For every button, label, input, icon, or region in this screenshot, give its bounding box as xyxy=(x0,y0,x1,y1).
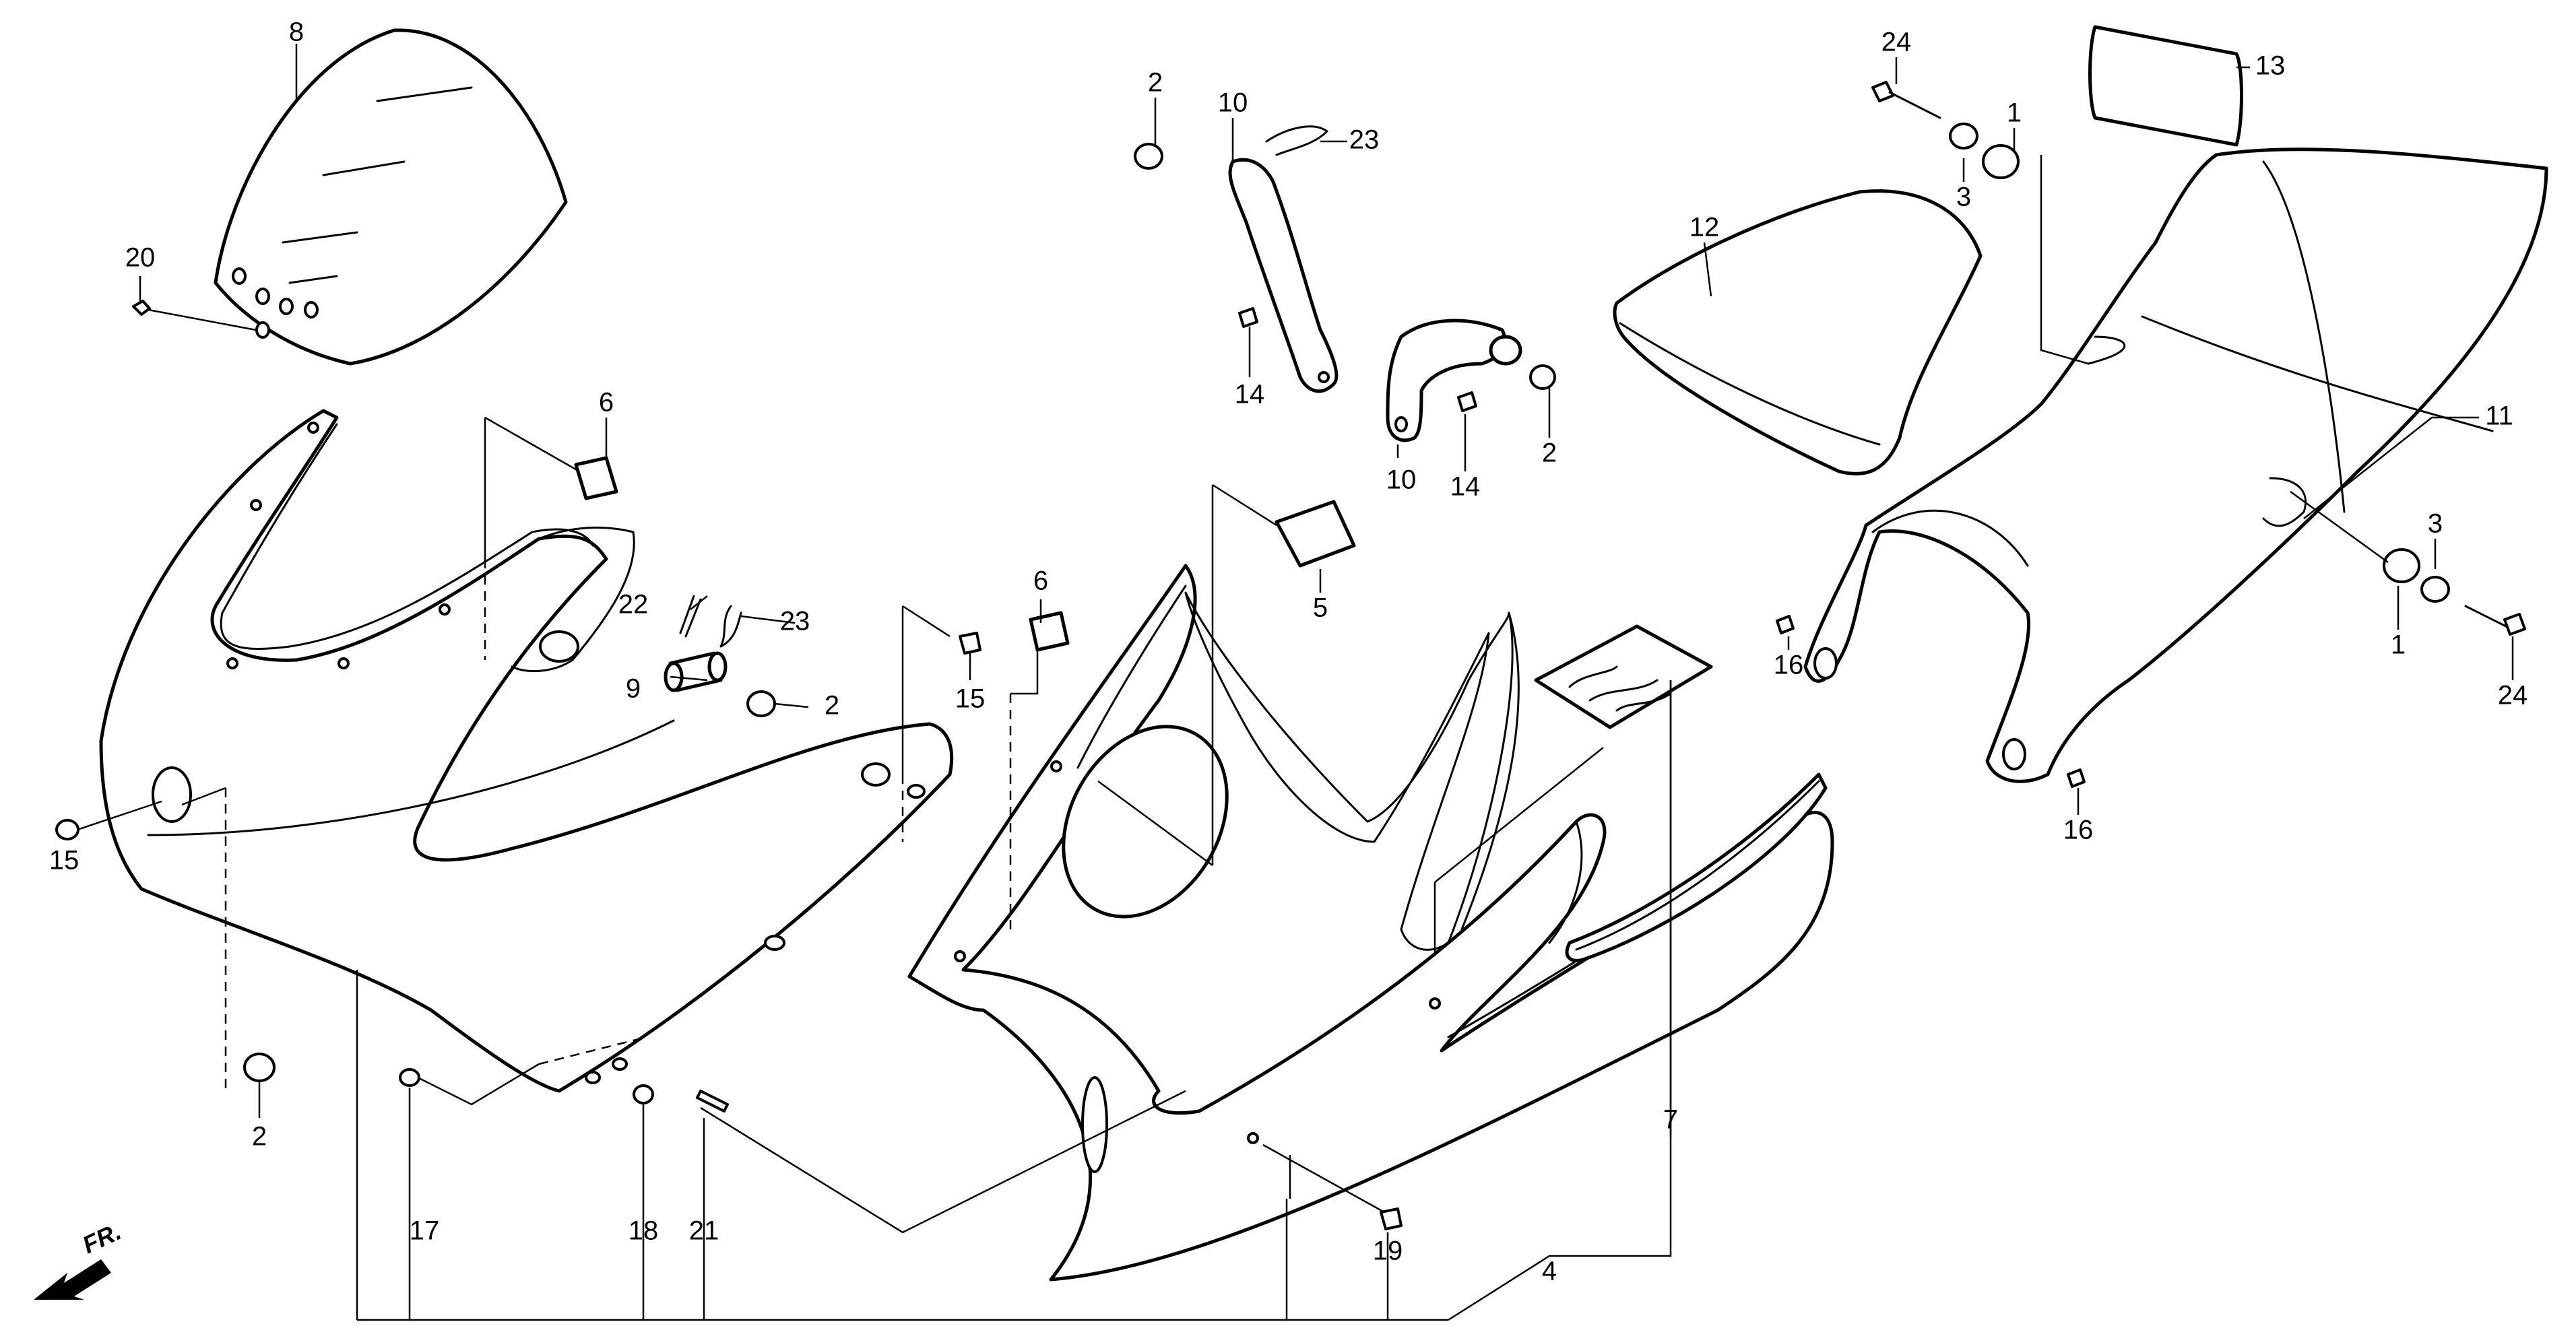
side-strip xyxy=(1565,772,1828,962)
seat-pad xyxy=(2088,25,2243,147)
callout-14: 14 xyxy=(1450,472,1481,502)
callout-2: 2 xyxy=(825,691,839,721)
callout-12: 12 xyxy=(1689,213,1720,242)
callout-3: 3 xyxy=(1956,183,1971,212)
callout-17: 17 xyxy=(410,1216,440,1246)
callout-2: 2 xyxy=(252,1122,267,1152)
callout-15: 15 xyxy=(49,846,79,875)
rubber-pad-6a xyxy=(574,456,618,500)
callout-3: 3 xyxy=(2428,509,2443,539)
callout-16: 16 xyxy=(1774,651,1804,680)
clip-23b xyxy=(1265,125,1328,156)
stay-bracket-a xyxy=(1228,158,1339,393)
callout-20: 20 xyxy=(125,243,156,273)
upper-cowl xyxy=(99,409,954,1093)
callout-13: 13 xyxy=(2255,51,2286,81)
callout-1: 1 xyxy=(2391,630,2406,660)
callout-16: 16 xyxy=(2063,816,2094,845)
callout-2: 2 xyxy=(1542,438,1557,468)
stay-bracket-b xyxy=(1386,319,1522,442)
emblem xyxy=(1534,624,1713,729)
callout-4: 4 xyxy=(1542,1257,1557,1286)
front-direction-arrow: FR. xyxy=(34,1218,125,1300)
windscreen xyxy=(214,28,568,366)
callout-19: 19 xyxy=(1373,1236,1403,1266)
leader-lines xyxy=(77,44,2514,1321)
rear-cowl xyxy=(1803,147,2548,783)
hardware xyxy=(55,81,2526,1230)
rubber-pad-6b xyxy=(1029,611,1070,652)
callout-22: 22 xyxy=(618,590,649,620)
clip-23a xyxy=(719,605,742,648)
callout-11: 11 xyxy=(2485,401,2513,431)
callout-10: 10 xyxy=(1218,88,1248,118)
callout-1: 1 xyxy=(2007,98,2022,128)
pin-22 xyxy=(679,595,702,638)
callout-6: 6 xyxy=(599,388,614,418)
callout-5: 5 xyxy=(1313,593,1328,623)
callout-9: 9 xyxy=(626,674,641,704)
callout-21: 21 xyxy=(689,1216,719,1246)
callout-23: 23 xyxy=(1349,125,1380,155)
callout-18: 18 xyxy=(629,1216,659,1246)
rubber-pad-5 xyxy=(1275,500,1356,568)
callout-15: 15 xyxy=(955,684,986,714)
callout-14: 14 xyxy=(1235,380,1265,409)
front-seat xyxy=(1613,189,1983,475)
callouts: 8 20 6 15 2 17 18 21 22 23 9 2 15 6 2 10… xyxy=(49,18,2528,1286)
callout-10: 10 xyxy=(1386,465,1417,495)
callout-23: 23 xyxy=(780,607,810,636)
callout-7: 7 xyxy=(1663,1105,1678,1135)
callout-2: 2 xyxy=(1148,68,1163,98)
collar-9 xyxy=(664,651,728,692)
callout-8: 8 xyxy=(289,18,304,47)
callout-24: 24 xyxy=(2498,681,2528,710)
callout-6: 6 xyxy=(1033,566,1048,596)
callout-24: 24 xyxy=(1881,28,1912,57)
front-label: FR. xyxy=(78,1218,125,1259)
